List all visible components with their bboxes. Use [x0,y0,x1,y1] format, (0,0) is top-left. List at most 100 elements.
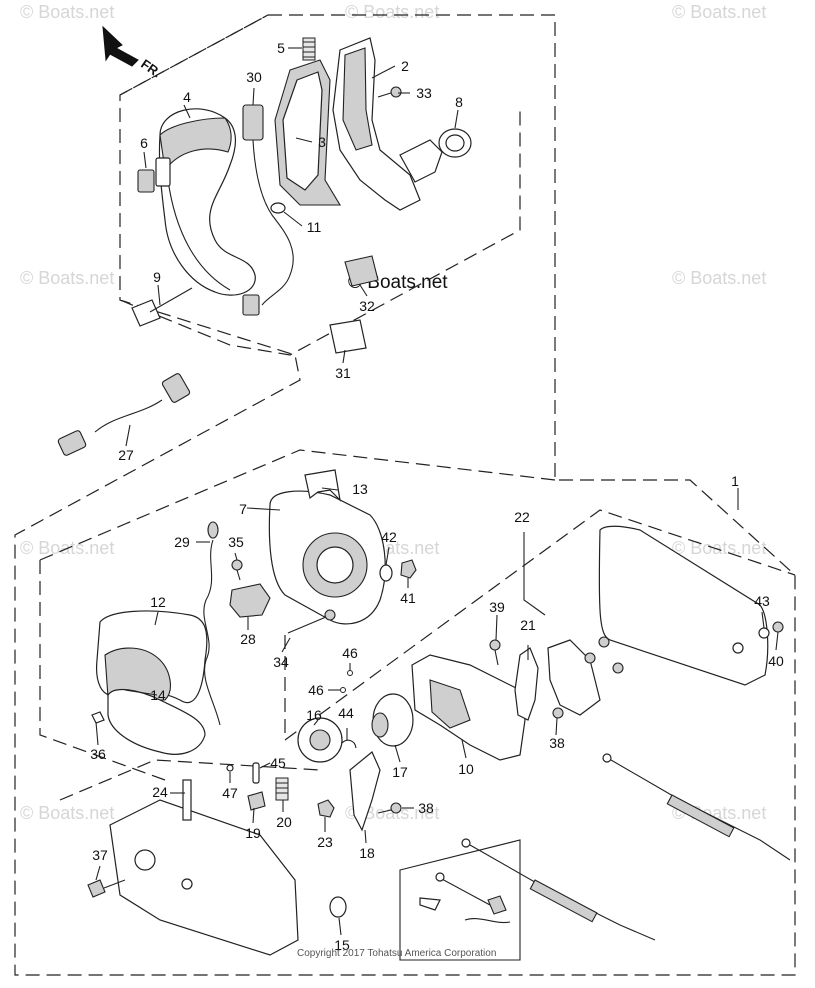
part-label: 29 [174,534,190,550]
panel-part-3 [274,59,341,206]
part-19 [247,791,266,811]
part-label: 11 [307,219,322,235]
ball-part-46b [340,687,346,693]
part-label: 1 [731,473,739,489]
part-label: 46 [342,645,358,661]
part-label: 17 [392,764,408,780]
part-label: 37 [92,847,108,863]
bolt-21c [612,662,624,674]
spring-part-5 [302,37,316,61]
ball-part-46a [347,670,353,676]
part-label: 28 [240,631,256,647]
clip-part-11 [270,202,286,214]
watermark: © Boats.net [672,538,767,558]
pin-part-9 [131,287,193,327]
watermark: © Boats.net [672,268,767,288]
part-label: 6 [140,135,148,151]
part-label: 36 [90,746,106,762]
screw-part-40 [772,621,784,633]
plate-part-6 [137,169,155,193]
part-label: 19 [245,825,261,841]
cable-upper [602,753,791,861]
plate-group-outline [284,509,796,742]
part-label: 32 [359,298,375,314]
part-label: 18 [359,845,375,861]
part-label: 15 [334,937,350,953]
part-label: 24 [152,784,168,800]
watermark: © Boats.net [672,2,767,22]
wire-part-29 [203,521,221,726]
watermark: © Boats.net [20,268,115,288]
lower-group-outline [39,449,556,781]
nut-part-41 [400,559,417,579]
washer-part-42 [379,564,393,582]
plate-part-22 [598,525,769,686]
part-label: 13 [352,481,368,497]
front-arrow [102,25,139,67]
part-label: 22 [514,509,530,525]
nut-part-23 [317,799,335,818]
part-label: 14 [150,687,166,703]
screw-part-34 [287,609,336,634]
part-label: 33 [416,85,432,101]
cover-group-outline [59,759,321,801]
clip-part-13 [304,469,341,502]
screw-part-35 [231,559,243,581]
screw-part-33 [377,86,402,98]
copyright-text: Copyright 2017 Tohatsu America Corporati… [297,948,497,959]
base-part-10 [411,654,526,761]
washer-part-43 [758,627,770,639]
part-label: 43 [754,593,770,609]
part-label: 44 [338,705,354,721]
cable-lower [461,838,656,941]
holder-part-28 [229,583,271,618]
part-label: 20 [276,814,292,830]
spring-part-20 [275,777,289,801]
part-label: 42 [381,529,397,545]
part-label: 23 [317,834,333,850]
pin-part-45 [252,762,260,784]
bushing-part-15 [329,896,347,918]
part-label: 31 [335,365,351,381]
case-part-7 [268,490,386,625]
inset-box [399,839,521,961]
part-label: 38 [418,800,434,816]
part-label: 41 [400,590,416,606]
part-label: 7 [239,501,247,517]
part-label: 30 [246,69,262,85]
front-arrow-label: FR. [138,56,164,80]
part-label: 3 [318,134,326,150]
part-label: 5 [277,40,285,56]
collar-part-8 [438,128,472,158]
part-label: 27 [118,447,134,463]
part-label: 21 [520,617,536,633]
decal-part-32 [344,255,379,287]
bracket-part-2 [332,37,443,211]
gear-part-16 [297,717,343,763]
watermark: © Boats.net [20,803,115,823]
handle-group-outline [119,14,521,356]
watermark: © Boats.net [20,2,115,22]
detent-part-18 [349,751,381,832]
watermark: © Boats.net [345,2,440,22]
bolt-21a [598,636,610,648]
grip-part-14 [107,688,206,755]
bolt-part-38-lower [377,802,402,814]
harness-part-27 [57,373,191,456]
leader-lines [95,47,779,936]
bolt-21b [584,652,596,664]
part-label: 12 [150,594,166,610]
part-36 [91,711,105,724]
ball-part-47 [226,764,234,772]
decal-part-31 [329,319,367,354]
part-label: 45 [270,755,286,771]
bolt-part-37 [87,879,126,898]
cover-part-24 [109,779,299,956]
part-label: 16 [306,707,322,723]
gear-part-17 [371,693,414,747]
part-label: 40 [768,653,784,669]
part-label: 9 [153,269,161,285]
part-label: 4 [183,89,191,105]
